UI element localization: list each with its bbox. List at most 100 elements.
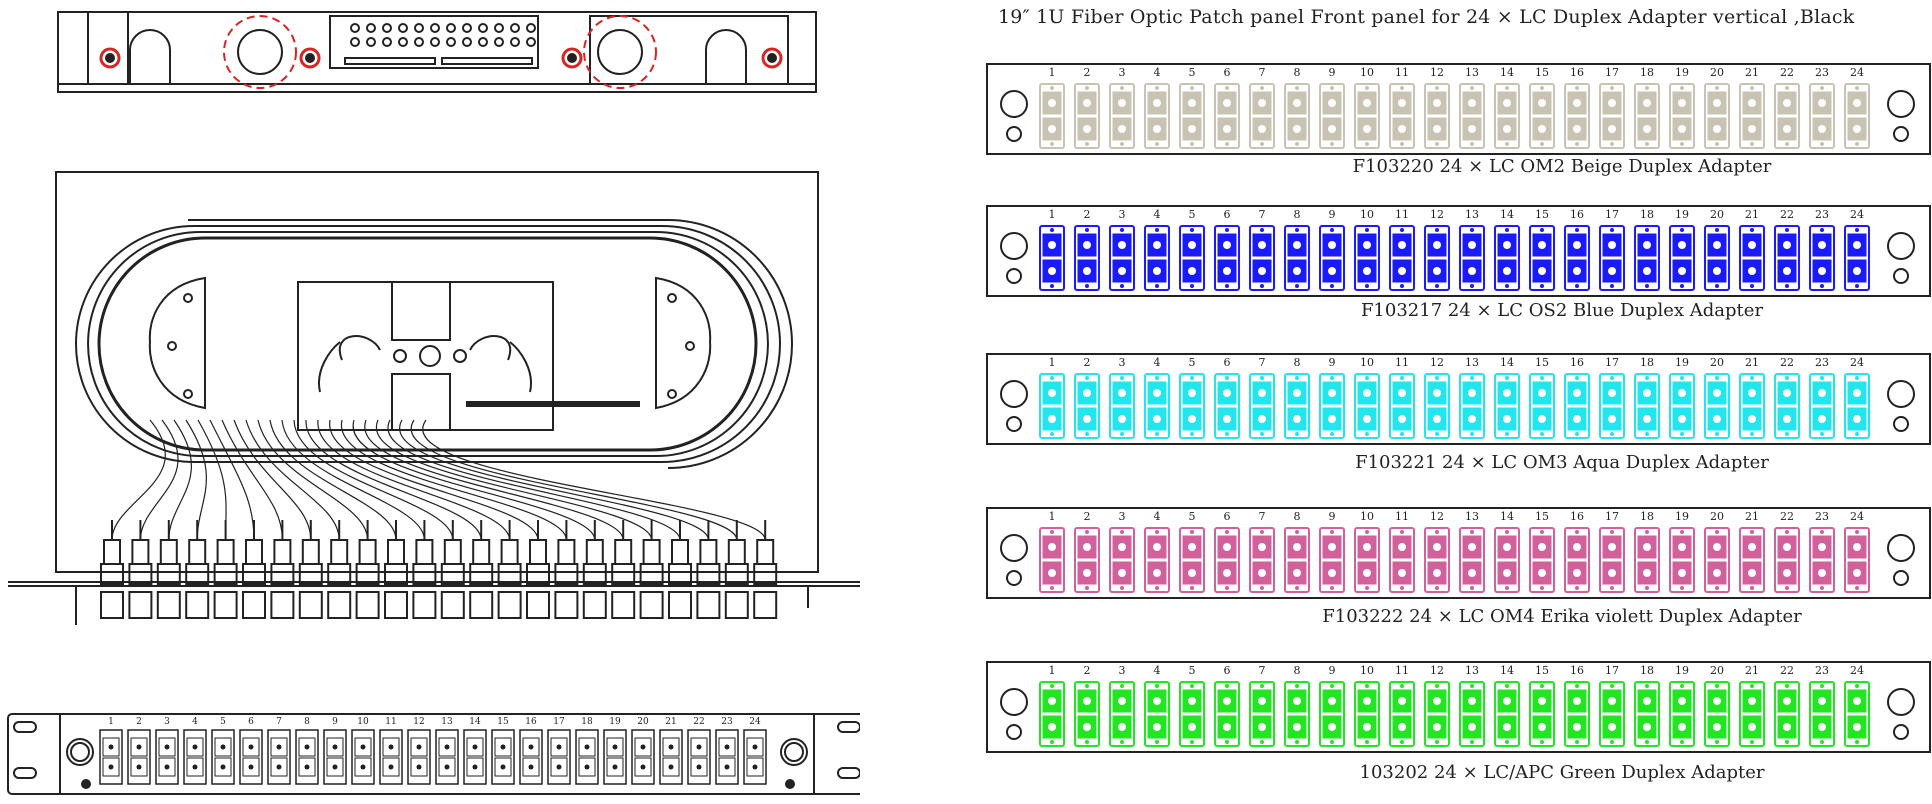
latch-dot (1505, 586, 1509, 590)
ferrule (1748, 543, 1756, 551)
port-number: 13 (1465, 356, 1479, 369)
ferrule (1818, 415, 1826, 423)
latch-dot (1855, 228, 1859, 232)
port-lc-slot (382, 737, 400, 757)
port-number: 17 (1605, 208, 1619, 221)
latch-dot (1680, 432, 1684, 436)
ferrule (1153, 569, 1161, 577)
ferrule (1328, 569, 1336, 577)
latch-dot (1855, 684, 1859, 688)
latch-dot (1750, 530, 1754, 534)
port-number: 6 (1224, 66, 1231, 79)
port-number: 19 (1675, 356, 1689, 369)
ferrule (1783, 389, 1791, 397)
ferrule (1713, 697, 1721, 705)
ferrule (1818, 389, 1826, 397)
port-number: 11 (1395, 510, 1409, 523)
latch-dot (1470, 586, 1474, 590)
latch-dot (1645, 530, 1649, 534)
latch-dot (1820, 740, 1824, 744)
ferrule (1468, 389, 1476, 397)
port-adapter (687, 729, 711, 785)
port-number: 23 (721, 717, 733, 727)
port-number: 21 (1745, 66, 1759, 79)
ferrule (1468, 99, 1476, 107)
ferrule (1608, 267, 1616, 275)
port-adapter (351, 729, 375, 785)
ferrule (1083, 543, 1091, 551)
port-number: 1 (1049, 66, 1056, 79)
ferrule (1468, 543, 1476, 551)
port-number: 1 (1049, 510, 1056, 523)
ferrule (1748, 723, 1756, 731)
ferrule (1223, 415, 1231, 423)
ferrule (1678, 389, 1686, 397)
mount-hole (1006, 268, 1022, 284)
ferrule (1293, 125, 1301, 133)
latch-dot (1855, 432, 1859, 436)
mount-hole (1893, 126, 1909, 142)
port-lc-slot (186, 757, 204, 777)
ferrule (1118, 697, 1126, 705)
latch-dot (1575, 284, 1579, 288)
ferrule (1818, 125, 1826, 133)
ferrule (1328, 99, 1336, 107)
latch-dot (1750, 228, 1754, 232)
ferrule (1223, 543, 1231, 551)
vent-hole (510, 37, 520, 47)
port-number: 20 (1710, 356, 1724, 369)
ferrule (1783, 125, 1791, 133)
ferrule (1468, 125, 1476, 133)
port-ferrule (108, 744, 114, 750)
mount-hole (1006, 416, 1022, 432)
latch-dot (1260, 586, 1264, 590)
fiber-line (209, 419, 255, 541)
fiber-line (341, 419, 567, 541)
port-number: 10 (1360, 664, 1374, 677)
port-number: 6 (1224, 664, 1231, 677)
ferrule (1363, 267, 1371, 275)
port-number: 13 (1465, 66, 1479, 79)
latch-dot (1330, 86, 1334, 90)
ferrule (1678, 697, 1686, 705)
ferrule (1083, 697, 1091, 705)
port-lc-slot (102, 757, 120, 777)
latch-dot (1400, 376, 1404, 380)
latch-dot (1120, 684, 1124, 688)
port-number: 14 (1500, 510, 1514, 523)
latch-dot (1750, 284, 1754, 288)
ferrule (1853, 267, 1861, 275)
latch-dot (1085, 228, 1089, 232)
port-number: 11 (1395, 356, 1409, 369)
port-lc-slot (298, 737, 316, 757)
latch-dot (1330, 228, 1334, 232)
port-number: 24 (1850, 66, 1864, 79)
port-lc-slot (158, 737, 176, 757)
latch-dot (1225, 530, 1229, 534)
latch-dot (1785, 432, 1789, 436)
ferrule (1748, 241, 1756, 249)
port-number: 1 (108, 717, 114, 727)
port-number: 7 (1259, 664, 1266, 677)
ferrule (1538, 389, 1546, 397)
latch-dot (1610, 684, 1614, 688)
ferrule (1643, 723, 1651, 731)
ferrule (1118, 125, 1126, 133)
ferrule (1188, 543, 1196, 551)
ferrule (1223, 125, 1231, 133)
latch-dot (1260, 142, 1264, 146)
ferrule (1608, 569, 1616, 577)
port-adapter (463, 729, 487, 785)
ferrule (1398, 697, 1406, 705)
latch-dot (1120, 432, 1124, 436)
port-ferrule (248, 744, 254, 750)
port-ferrule (388, 764, 394, 770)
vent-hole (382, 23, 392, 33)
port-adapter (379, 729, 403, 785)
port-lc-slot (438, 737, 456, 757)
port-ferrule (724, 764, 730, 770)
latch-dot (1085, 432, 1089, 436)
ferrule (1363, 241, 1371, 249)
latch-dot (1470, 284, 1474, 288)
ferrule (1678, 125, 1686, 133)
